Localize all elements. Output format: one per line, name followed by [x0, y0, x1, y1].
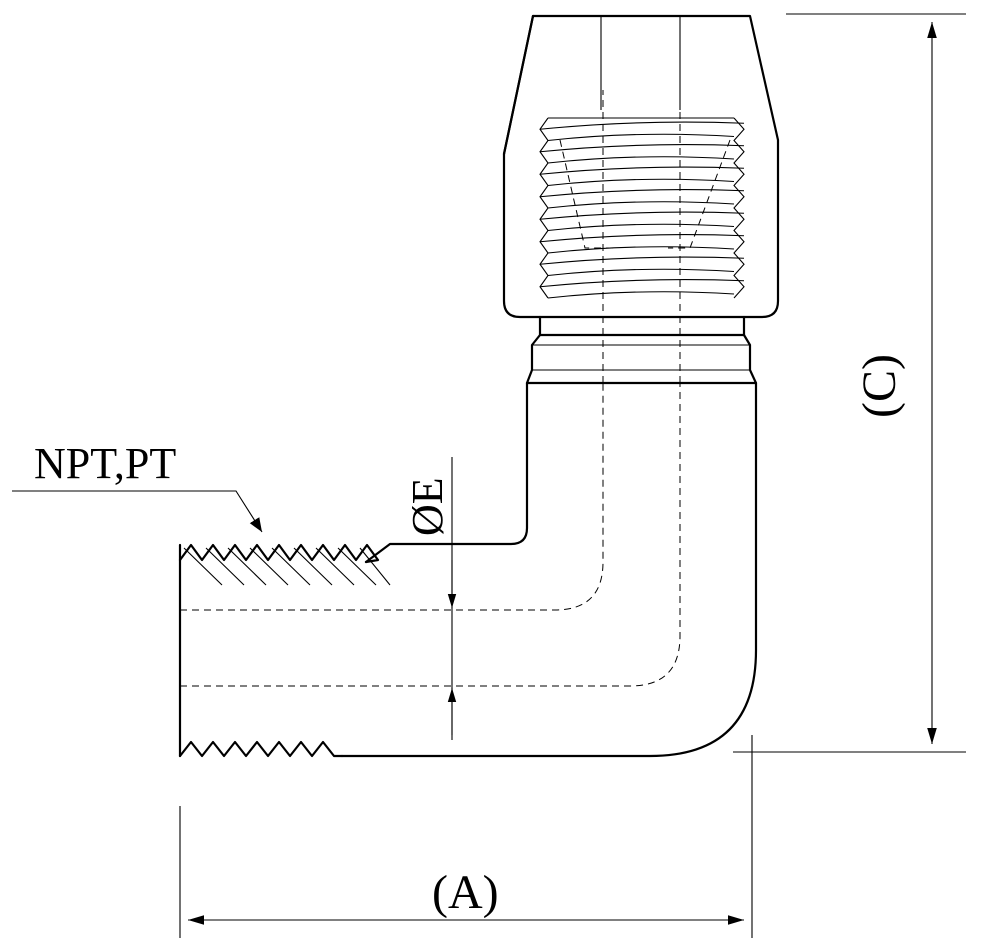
- thread-note-label: NPT,PT: [34, 439, 176, 488]
- thread-root-line: [547, 223, 735, 232]
- thread-root-line: [547, 133, 735, 142]
- thread-root-line: [547, 156, 735, 164]
- bore-hidden-lines: [180, 90, 681, 687]
- thread-hatch-line: [359, 547, 391, 586]
- thread-root-line: [547, 178, 735, 187]
- thread-root-line: [547, 268, 735, 277]
- thread-root-line: [547, 201, 735, 209]
- thread-crest-line: [539, 189, 745, 198]
- thread-crest-line: [539, 121, 745, 130]
- thread-crest-line: [539, 166, 745, 175]
- height-dimension: (C): [733, 13, 966, 753]
- bore-diameter-dimension: ØE: [403, 457, 457, 740]
- thread-crest-line: [539, 234, 745, 243]
- thread-hatch-line: [227, 547, 267, 586]
- external-thread: [178, 543, 391, 758]
- thread-hatch-line: [183, 547, 223, 586]
- elbow-body: [178, 381, 758, 758]
- thread-hatch-line: [271, 547, 311, 586]
- length-dim-label: (A): [432, 866, 499, 919]
- swivel-nut: [502, 14, 780, 319]
- thread-hatch-line: [249, 547, 289, 586]
- thread-hatch-line: [315, 547, 355, 586]
- thread-hatch-line: [205, 547, 245, 586]
- thread-crest-line: [539, 256, 745, 265]
- thread-callout: NPT,PT: [12, 439, 263, 533]
- thread-hatch-line: [337, 547, 377, 586]
- internal-thread: [539, 117, 745, 299]
- thread-crest-line: [539, 211, 745, 220]
- thread-root-line: [547, 246, 735, 254]
- thread-crest-line: [539, 144, 745, 153]
- thread-root-line: [547, 291, 735, 299]
- thread-crest-line: [539, 279, 745, 288]
- bore-diameter-label: ØE: [403, 477, 452, 536]
- height-dim-label: (C): [853, 354, 906, 418]
- thread-hatch-line: [293, 547, 333, 586]
- collar: [525, 315, 758, 385]
- length-dimension: (A): [179, 735, 753, 938]
